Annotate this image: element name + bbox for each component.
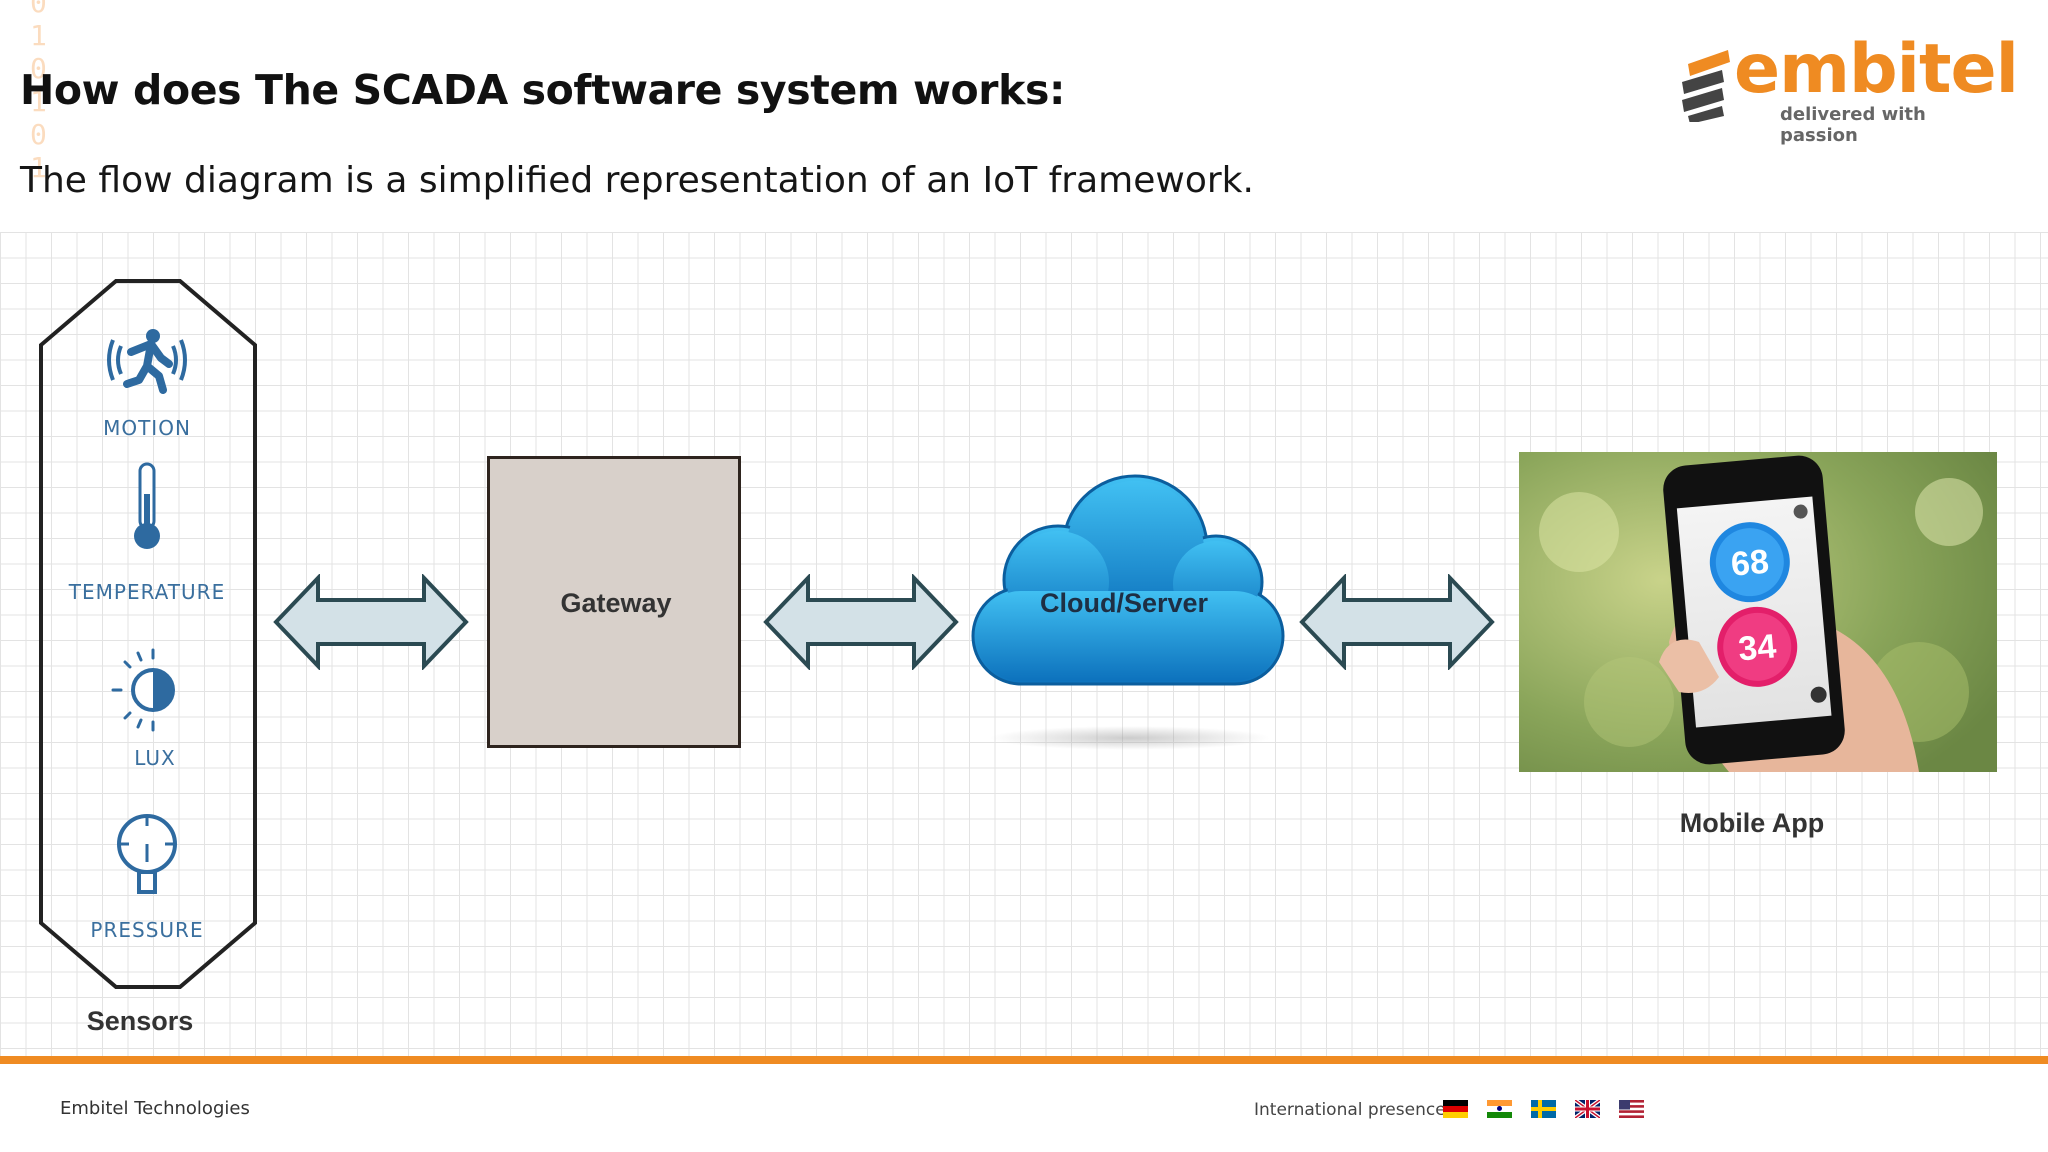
double-arrow-cloud-mobile xyxy=(1299,574,1495,670)
uk-flag-icon xyxy=(1575,1100,1600,1118)
gateway-box xyxy=(487,456,741,748)
motion-icon xyxy=(107,329,187,394)
slide-subtitle: The flow diagram is a simplified represe… xyxy=(20,160,1254,201)
double-arrow-gateway-cloud xyxy=(763,574,959,670)
footer-company: Embitel Technologies xyxy=(60,1098,250,1119)
footer-divider xyxy=(0,1056,2048,1064)
usa-flag-icon xyxy=(1619,1100,1644,1118)
sensor-label-lux: LUX xyxy=(134,746,176,770)
footer-presence-label: International presence: xyxy=(1254,1100,1452,1120)
lux-icon xyxy=(111,648,175,732)
binary-decoration: 0 1 0 1 0 1 xyxy=(30,0,47,184)
mobile-app-label: Mobile App xyxy=(1679,808,1825,838)
germany-flag-icon xyxy=(1443,1100,1468,1118)
phone-reading-top: 68 xyxy=(1729,543,1770,584)
embitel-logo: embitel delivered with passion xyxy=(1680,30,2019,146)
pressure-gauge-icon xyxy=(117,814,177,894)
phone-reading-bottom: 34 xyxy=(1737,627,1778,668)
sensors-panel xyxy=(39,279,257,989)
sensors-label: Sensors xyxy=(86,1006,194,1036)
double-arrow-sensors-gateway xyxy=(273,574,469,670)
sensor-label-motion: MOTION xyxy=(103,416,191,440)
sensor-label-temperature: TEMPERATURE xyxy=(68,580,226,604)
slide-title: How does The SCADA software system works… xyxy=(20,66,1065,114)
logo-stripes-icon xyxy=(1682,50,1730,122)
cloud-server-shape xyxy=(971,474,1285,750)
thermometer-icon xyxy=(134,462,160,549)
logo-tagline: delivered with passion xyxy=(1780,104,1926,146)
sweden-flag-icon xyxy=(1531,1100,1556,1118)
cloud-server-label: Cloud/Server xyxy=(1039,588,1209,618)
logo-wordmark: embitel xyxy=(1734,30,2019,109)
sensor-label-pressure: PRESSURE xyxy=(90,918,204,942)
gateway-label: Gateway xyxy=(560,588,672,618)
india-flag-icon xyxy=(1487,1100,1512,1118)
mobile-app-photo: 68 34 xyxy=(1519,452,1997,772)
